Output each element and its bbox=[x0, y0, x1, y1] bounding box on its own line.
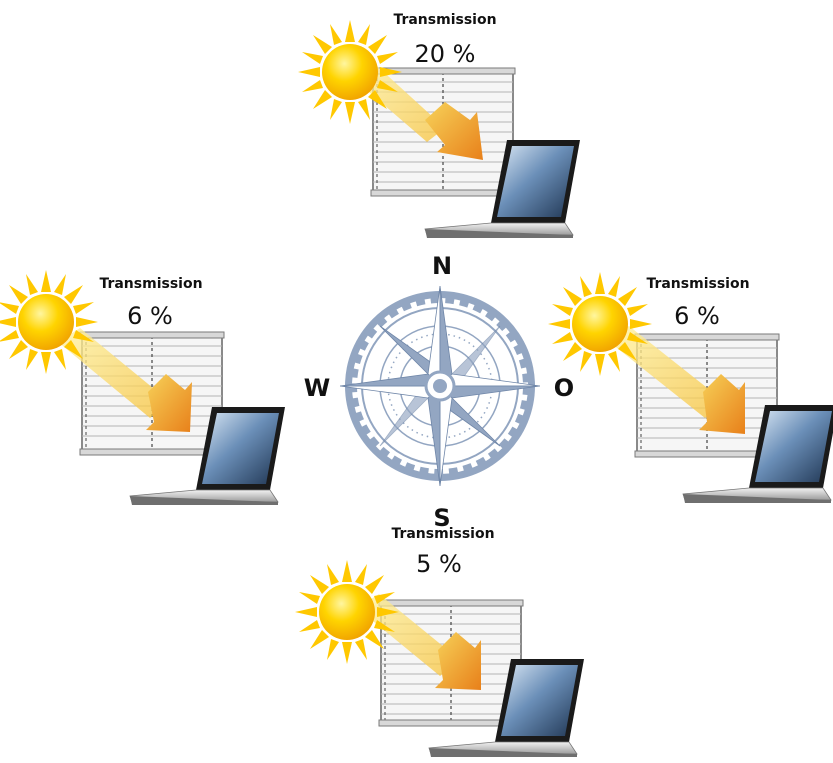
compass-west-label: W bbox=[303, 374, 331, 402]
laptop-icon bbox=[424, 140, 580, 238]
compass-east-label: O bbox=[553, 374, 575, 402]
light-arrow-icon bbox=[699, 374, 745, 434]
laptop-icon bbox=[428, 659, 584, 757]
scene-east bbox=[548, 272, 833, 503]
sun-icon bbox=[295, 560, 399, 664]
light-beam-icon bbox=[607, 326, 725, 418]
laptop-icon bbox=[682, 405, 833, 503]
transmission-value: 20 % bbox=[414, 40, 476, 68]
light-beam-icon bbox=[58, 328, 170, 418]
scene-west bbox=[0, 270, 285, 505]
transmission-label: Transmission bbox=[391, 526, 495, 542]
transmission-label: Transmission bbox=[393, 12, 497, 28]
sun-icon bbox=[0, 270, 98, 374]
light-arrow-icon bbox=[146, 374, 192, 432]
transmission-label: Transmission bbox=[99, 276, 203, 292]
compass-south-label: S bbox=[433, 504, 451, 532]
transmission-value: 6 % bbox=[674, 302, 720, 330]
panel-south: Transmission 5 % bbox=[295, 520, 595, 763]
panel-east: Transmission 6 % bbox=[545, 262, 833, 503]
light-arrow-icon bbox=[435, 632, 481, 690]
scene-south bbox=[295, 560, 584, 757]
compass-north-label: N bbox=[431, 252, 453, 280]
panel-west: Transmission 6 % bbox=[0, 262, 300, 505]
transmission-value: 6 % bbox=[127, 302, 173, 330]
sun-icon bbox=[548, 272, 652, 376]
panel-north: Transmission 20 % bbox=[295, 0, 595, 245]
light-arrow-icon bbox=[425, 102, 483, 160]
compass-rose-icon bbox=[340, 286, 540, 486]
transmission-value: 5 % bbox=[416, 550, 462, 578]
scene-north bbox=[298, 20, 580, 238]
transmission-label: Transmission bbox=[646, 276, 750, 292]
sun-icon bbox=[298, 20, 402, 124]
light-beam-icon bbox=[355, 66, 445, 142]
laptop-icon bbox=[129, 407, 285, 505]
